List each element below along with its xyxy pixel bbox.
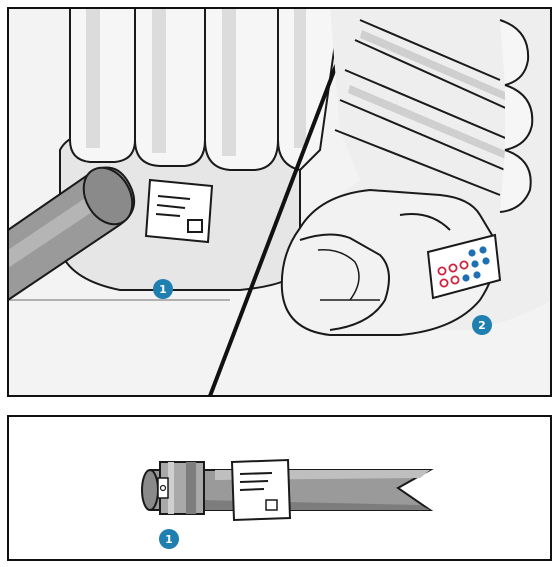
marker-1-top: 1 <box>153 279 173 299</box>
pipe-label-sticker-icon <box>232 460 290 520</box>
top-panel: 1 2 <box>8 8 551 396</box>
svg-text:1: 1 <box>165 533 173 546</box>
svg-text:1: 1 <box>159 283 167 296</box>
marker-1-bottom: 1 <box>159 529 179 549</box>
marker-2-top: 2 <box>472 315 492 335</box>
svg-text:2: 2 <box>478 319 486 332</box>
radiator-label-sticker-icon <box>146 180 212 242</box>
bottom-panel: 1 <box>8 416 551 560</box>
